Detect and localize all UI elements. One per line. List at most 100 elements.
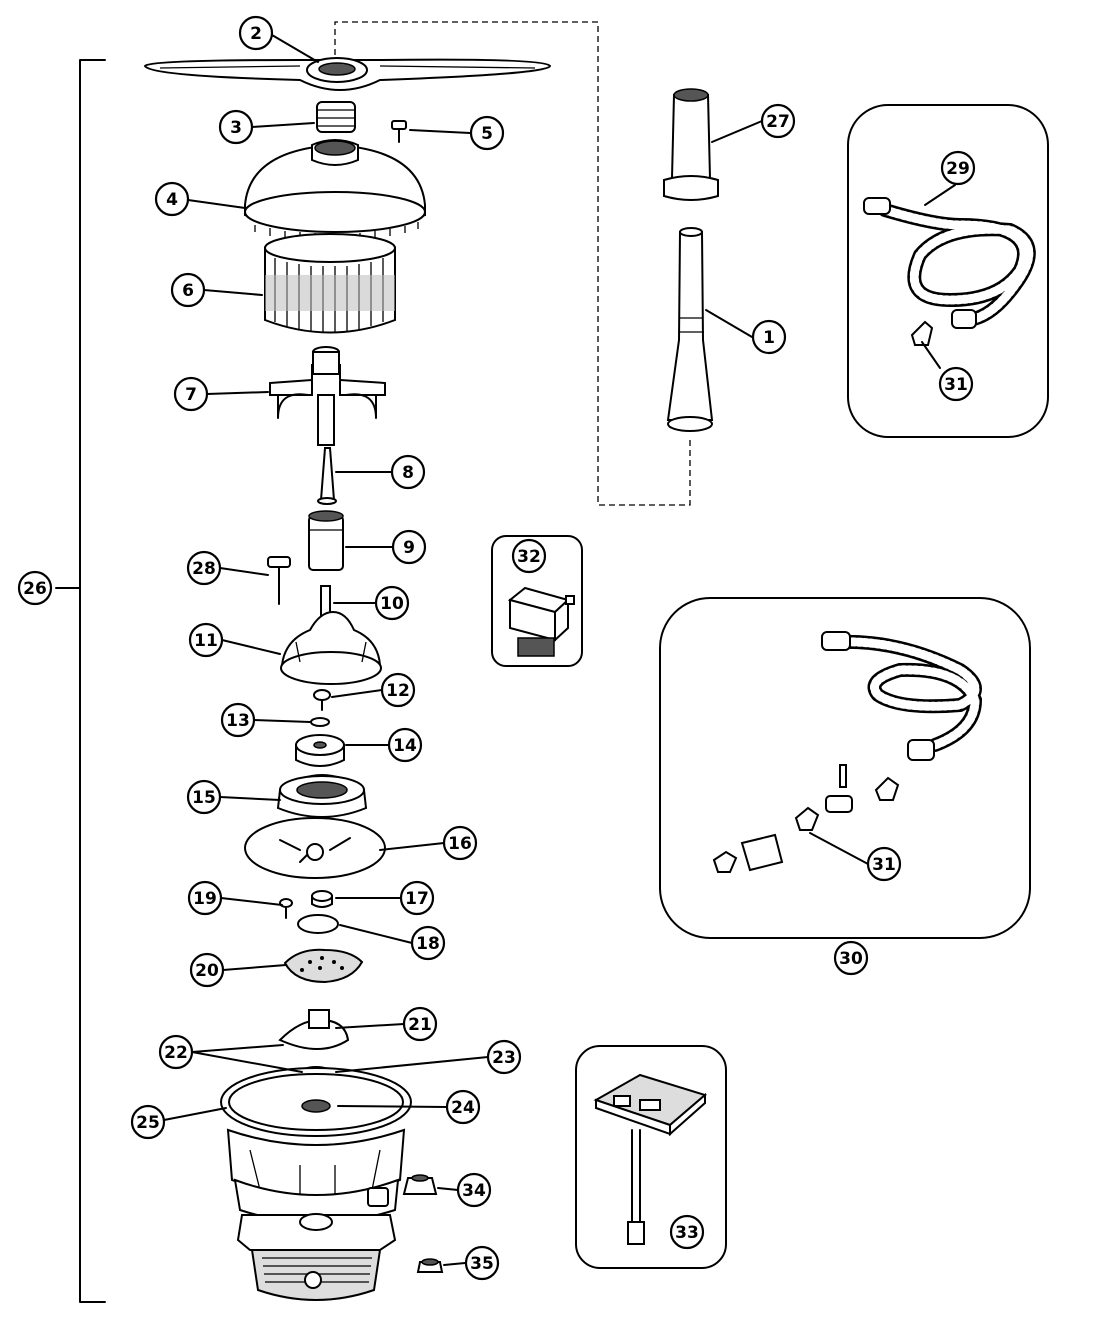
callout-label-9: 9 bbox=[403, 538, 415, 558]
chopper-plate bbox=[283, 948, 364, 984]
callout-label-16: 16 bbox=[448, 834, 472, 854]
assembly-bracket bbox=[55, 59, 106, 1303]
callout-circle-8 bbox=[390, 454, 426, 490]
callout-circle-27 bbox=[760, 103, 796, 139]
callout-label-14: 14 bbox=[393, 736, 417, 756]
seal-housing bbox=[280, 610, 382, 685]
callout-circle-29 bbox=[940, 150, 976, 186]
callout-circle-12 bbox=[380, 672, 416, 708]
callout-circle-5 bbox=[469, 115, 505, 151]
relay-kit-32 bbox=[491, 535, 583, 667]
callout-circle-28 bbox=[186, 550, 222, 586]
drain-hose-kit-29 bbox=[847, 104, 1049, 438]
callout-circle-6 bbox=[170, 272, 206, 308]
leader-lines bbox=[163, 34, 956, 1266]
pump-motor bbox=[236, 1213, 397, 1301]
upper-spray-arm bbox=[143, 57, 552, 91]
screw-5 bbox=[391, 120, 407, 143]
callout-label-10: 10 bbox=[380, 594, 404, 614]
callout-label-35: 35 bbox=[470, 1254, 494, 1274]
callout-circle-25 bbox=[130, 1104, 166, 1140]
nut-34 bbox=[402, 1174, 438, 1195]
callout-label-1: 1 bbox=[763, 328, 775, 348]
callout-label-26: 26 bbox=[23, 579, 47, 599]
callout-label-4: 4 bbox=[166, 190, 178, 210]
pump-cover bbox=[276, 774, 368, 818]
callout-label-33: 33 bbox=[675, 1223, 699, 1243]
pump-base-plate bbox=[244, 817, 386, 879]
callout-circle-11 bbox=[188, 622, 224, 658]
callout-label-5: 5 bbox=[481, 124, 493, 144]
callout-label-31-2: 31 bbox=[872, 855, 896, 875]
callout-label-3: 3 bbox=[230, 118, 242, 138]
callout-label-34: 34 bbox=[462, 1181, 486, 1201]
callout-circle-7 bbox=[173, 376, 209, 412]
callout-circle-10 bbox=[374, 585, 410, 621]
callout-circle-35 bbox=[464, 1245, 500, 1281]
callout-circle-32 bbox=[511, 538, 547, 574]
callout-circle-4 bbox=[154, 181, 190, 217]
callout-label-20: 20 bbox=[195, 961, 219, 981]
callout-label-11: 11 bbox=[194, 631, 218, 651]
callout-circle-26 bbox=[17, 570, 53, 606]
alignment-guide-line bbox=[334, 21, 691, 506]
callout-circle-13 bbox=[220, 702, 256, 738]
callout-circle-20 bbox=[189, 952, 225, 988]
callout-label-21: 21 bbox=[408, 1015, 432, 1035]
callout-circle-24 bbox=[445, 1089, 481, 1125]
callout-label-27: 27 bbox=[766, 112, 790, 132]
impeller-hub bbox=[295, 734, 345, 767]
callout-circle-23 bbox=[486, 1039, 522, 1075]
callout-label-25: 25 bbox=[136, 1113, 160, 1133]
water-tube-lower bbox=[666, 227, 714, 432]
callout-label-17: 17 bbox=[405, 889, 429, 909]
callout-circle-30 bbox=[833, 940, 869, 976]
callout-circle-22 bbox=[158, 1034, 194, 1070]
callout-circle-2 bbox=[238, 15, 274, 51]
o-ring bbox=[310, 717, 330, 727]
drain-hose-kit-30 bbox=[659, 597, 1031, 939]
callout-circle-19 bbox=[187, 880, 223, 916]
callout-label-18: 18 bbox=[416, 934, 440, 954]
bushing bbox=[311, 890, 333, 908]
callout-circle-15 bbox=[186, 779, 222, 815]
screw-19 bbox=[279, 898, 293, 919]
callout-circle-17 bbox=[399, 880, 435, 916]
callout-label-22: 22 bbox=[164, 1043, 188, 1063]
lower-impeller bbox=[278, 1009, 350, 1050]
bolt-28 bbox=[267, 556, 291, 605]
callout-label-31-1: 31 bbox=[944, 375, 968, 395]
impeller-support bbox=[269, 346, 386, 446]
nut-35 bbox=[416, 1258, 444, 1273]
callout-circle-31-2 bbox=[866, 846, 902, 882]
pump-housing-dome bbox=[244, 139, 426, 242]
callout-label-6: 6 bbox=[182, 281, 194, 301]
callout-circle-16 bbox=[442, 825, 478, 861]
callout-circle-34 bbox=[456, 1172, 492, 1208]
callout-circle-14 bbox=[387, 727, 423, 763]
screw-12 bbox=[313, 689, 331, 711]
callout-circle-9 bbox=[391, 529, 427, 565]
control-board-kit-33 bbox=[575, 1045, 727, 1269]
callout-circle-18 bbox=[410, 925, 446, 961]
callout-label-13: 13 bbox=[226, 711, 250, 731]
callout-label-24: 24 bbox=[451, 1098, 475, 1118]
callout-circle-1 bbox=[751, 319, 787, 355]
callout-label-28: 28 bbox=[192, 559, 216, 579]
filter-screen bbox=[264, 233, 396, 334]
callout-circle-3 bbox=[218, 109, 254, 145]
washer bbox=[297, 914, 339, 934]
callout-label-19: 19 bbox=[193, 889, 217, 909]
callout-label-30: 30 bbox=[839, 949, 863, 969]
callout-label-7: 7 bbox=[185, 385, 197, 405]
callout-label-29: 29 bbox=[946, 159, 970, 179]
water-tube-upper bbox=[663, 88, 719, 201]
callout-circle-33 bbox=[669, 1214, 705, 1250]
shaft-pin bbox=[317, 447, 337, 505]
callout-label-15: 15 bbox=[192, 788, 216, 808]
callout-label-32: 32 bbox=[517, 547, 541, 567]
coupler bbox=[308, 510, 344, 571]
